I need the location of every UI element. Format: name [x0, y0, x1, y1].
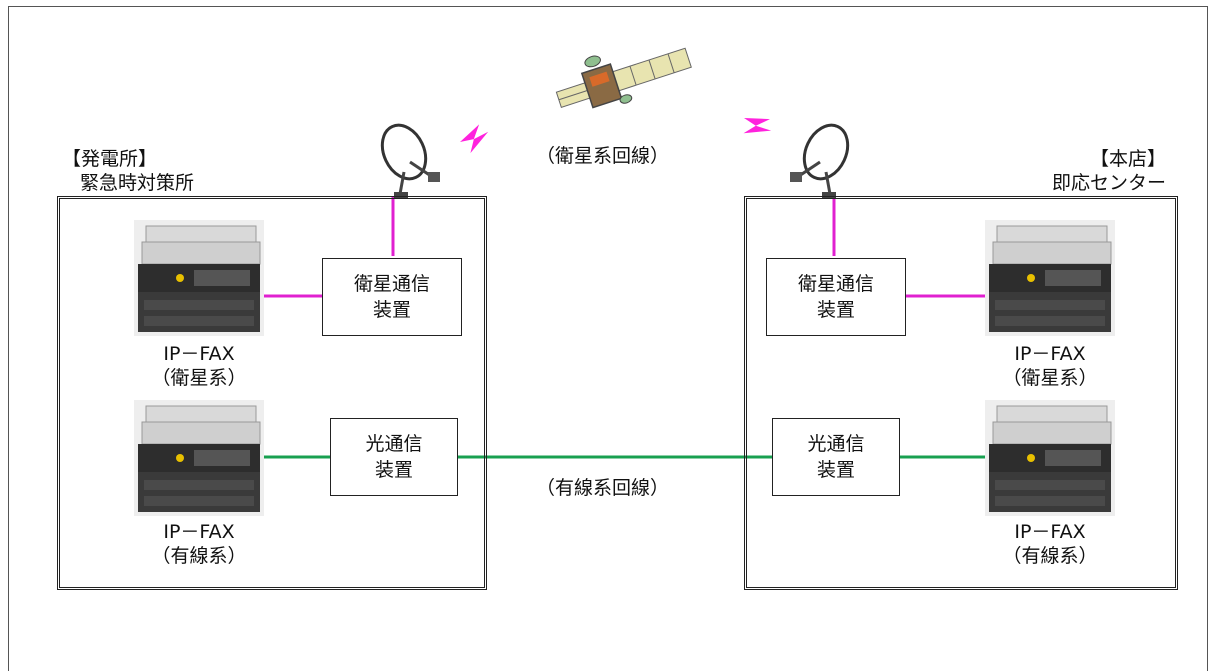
- right-optical-device: 光通信 装置: [772, 418, 900, 496]
- fax-line-type: （衛星系）: [151, 367, 247, 389]
- device-label-line1: 衛星通信: [353, 273, 430, 295]
- fax-model: IP－FAX: [1014, 343, 1086, 365]
- fax-line-type: （衛星系）: [1002, 367, 1098, 389]
- device-label-line1: 光通信: [365, 433, 423, 455]
- device-label-line2: 装置: [374, 459, 413, 481]
- left-optical-device: 光通信 装置: [330, 418, 458, 496]
- wired-line-label: （有線系回線）: [536, 477, 670, 499]
- left-site-subtitle: 緊急時対策所: [80, 172, 195, 194]
- right-fax-bottom-caption: IP－FAX （有線系）: [975, 520, 1125, 568]
- right-fax-top-caption: IP－FAX （衛星系）: [975, 342, 1125, 390]
- fax-machine-icon-right-bottom: [985, 400, 1115, 516]
- lightning-icon-left: [456, 122, 493, 156]
- right-site-title: 【本店】: [1089, 148, 1166, 170]
- diagram-frame: [8, 6, 1208, 671]
- right-satellite-device: 衛星通信 装置: [766, 258, 906, 336]
- device-label-line2: 装置: [816, 299, 855, 321]
- fax-machine-icon-right-top: [985, 220, 1115, 336]
- right-site-boundary: [744, 196, 1178, 590]
- fax-model: IP－FAX: [163, 343, 235, 365]
- fax-line-type: （有線系）: [1002, 545, 1098, 567]
- fax-machine-icon-left-top: [134, 220, 264, 336]
- fax-machine-icon-left-bottom: [134, 400, 264, 516]
- device-label-line1: 衛星通信: [797, 273, 874, 295]
- right-site-subtitle: 即応センター: [1051, 172, 1166, 194]
- lightning-icon-right: [738, 108, 776, 144]
- left-fax-bottom-caption: IP－FAX （有線系）: [124, 520, 274, 568]
- satellite-icon: [555, 47, 692, 109]
- fax-model: IP－FAX: [1014, 521, 1086, 543]
- satellite-line-label: （衛星系回線）: [536, 145, 670, 167]
- left-site-title: 【発電所】: [62, 148, 158, 170]
- satellite-dish-icon-right: [788, 116, 858, 200]
- device-label-line2: 装置: [816, 459, 855, 481]
- device-label-line2: 装置: [372, 299, 411, 321]
- left-fax-top-caption: IP－FAX （衛星系）: [124, 342, 274, 390]
- fax-line-type: （有線系）: [151, 545, 247, 567]
- device-label-line1: 光通信: [807, 433, 865, 455]
- fax-model: IP－FAX: [163, 521, 235, 543]
- left-satellite-device: 衛星通信 装置: [322, 258, 462, 336]
- left-site-boundary: [57, 196, 487, 590]
- satellite-dish-icon-left: [372, 116, 442, 200]
